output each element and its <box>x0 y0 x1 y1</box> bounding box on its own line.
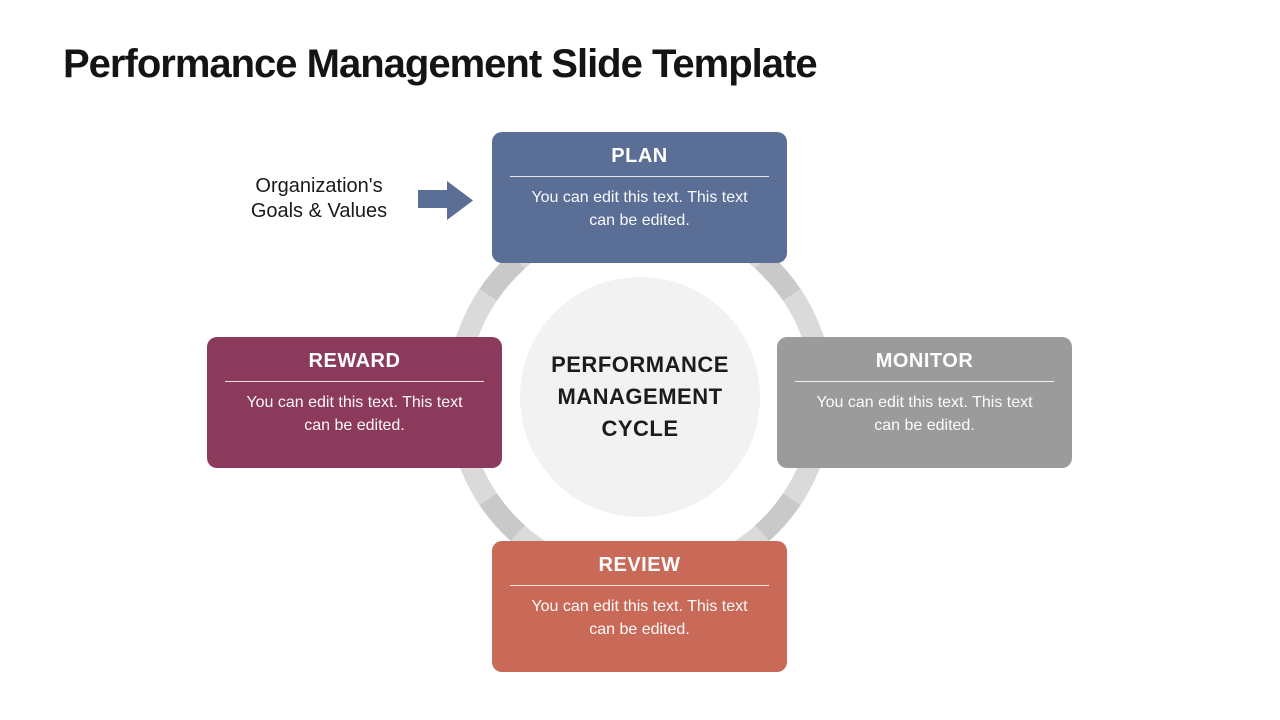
plan-box-divider <box>510 176 769 177</box>
ring-chevron-bottom-right <box>755 493 801 541</box>
ring-chevron-top-right <box>755 253 801 301</box>
monitor-box-divider <box>795 381 1054 382</box>
reward-box: REWARD You can edit this text. This text… <box>207 337 502 468</box>
ring-chevron-top-left <box>479 253 525 301</box>
cycle-center-circle <box>520 277 760 517</box>
review-box-divider <box>510 585 769 586</box>
monitor-box-title: MONITOR <box>875 350 974 372</box>
cycle-center-label: PERFORMANCE MANAGEMENT CYCLE <box>551 352 729 441</box>
reward-box-title: REWARD <box>308 350 401 372</box>
reward-box-body: You can edit this text. This text can be… <box>246 394 463 434</box>
review-box-body: You can edit this text. This text can be… <box>531 598 748 638</box>
monitor-box-body: You can edit this text. This text can be… <box>816 394 1033 434</box>
reward-box-divider <box>225 381 484 382</box>
plan-box-body: You can edit this text. This text can be… <box>531 189 748 229</box>
ring-chevron-bottom-left <box>479 493 525 541</box>
review-box-title: REVIEW <box>598 554 681 576</box>
plan-box: PLAN You can edit this text. This text c… <box>492 132 787 263</box>
review-box: REVIEW You can edit this text. This text… <box>492 541 787 672</box>
plan-box-title: PLAN <box>611 145 668 167</box>
right-arrow-icon <box>418 181 473 220</box>
slide-title: Performance Management Slide Template <box>63 42 818 86</box>
monitor-box: MONITOR You can edit this text. This tex… <box>777 337 1072 468</box>
organizations-goals-values-label: Organization's Goals & Values <box>250 175 388 222</box>
